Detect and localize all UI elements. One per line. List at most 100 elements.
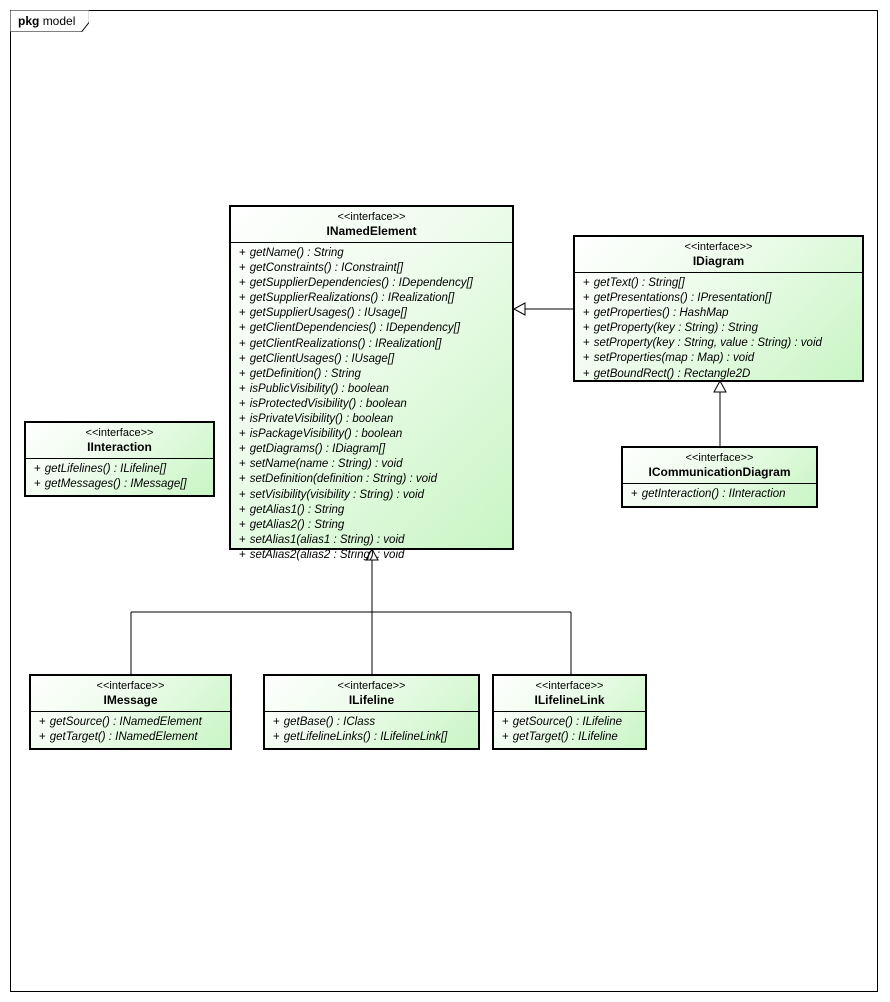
visibility-marker: + [39, 731, 46, 744]
visibility-marker: + [239, 533, 246, 546]
package-tab: pkg model [10, 10, 90, 32]
operations-compartment: +getInteraction() : IInteraction [623, 484, 816, 502]
operation-item: +getConstraints() : IConstraint[] [239, 261, 512, 276]
operation-item: +getName() : String [239, 246, 512, 261]
visibility-marker: + [239, 488, 246, 501]
stereotype-label: <<interface>> [684, 241, 753, 253]
class-name: IDiagram [692, 254, 745, 268]
stereotype-label: <<interface>> [337, 211, 406, 223]
interface-inamedelement[interactable]: <<interface>> INamedElement +getName() :… [229, 205, 514, 561]
visibility-marker: + [239, 307, 246, 320]
visibility-marker: + [239, 352, 246, 365]
visibility-marker: + [239, 443, 246, 456]
visibility-marker: + [502, 716, 509, 728]
operation-signature: getAlias1() : String [249, 503, 345, 516]
visibility-marker: + [273, 731, 280, 744]
operation-item: +getProperties() : HashMap [583, 306, 862, 321]
operation-signature: getText() : String[] [593, 277, 685, 289]
operation-item: +getClientDependencies() : IDependency[] [239, 321, 512, 336]
operation-signature: getSupplierDependencies() : IDependency[… [249, 277, 473, 290]
visibility-marker: + [502, 731, 509, 744]
visibility-marker: + [239, 548, 246, 561]
operation-item: +setVisibility(visibility : String) : vo… [239, 488, 512, 503]
operation-signature: getClientUsages() : IUsage[] [249, 352, 395, 365]
operation-item: +getAlias1() : String [239, 503, 512, 518]
operation-signature: setProperty(key : String, value : String… [593, 337, 822, 350]
generalization-arrowhead-inamedelement-bottom [365, 547, 379, 561]
operation-item: +isPublicVisibility() : boolean [239, 382, 512, 397]
operation-signature: getPresentations() : IPresentation[] [593, 292, 772, 305]
visibility-marker: + [239, 382, 246, 395]
operation-signature: getConstraints() : IConstraint[] [249, 262, 404, 275]
interface-ilifeline[interactable]: <<interface>> ILifeline +getBase() : ICl… [263, 674, 480, 750]
operation-signature: isPrivateVisibility() : boolean [249, 413, 394, 426]
interface-icommunicationdiagram[interactable]: <<interface>> ICommunicationDiagram +get… [621, 446, 818, 508]
operation-item: +getBoundRect() : Rectangle2D [583, 367, 862, 382]
operation-signature: isPackageVisibility() : boolean [249, 428, 403, 441]
visibility-marker: + [273, 716, 280, 728]
visibility-marker: + [583, 337, 590, 350]
operation-signature: setAlias2(alias2 : String) : void [249, 548, 405, 561]
operation-item: +getBase() : IClass [273, 715, 478, 730]
operation-signature: getClientRealizations() : IRealization[] [249, 337, 442, 350]
class-name: ICommunicationDiagram [648, 465, 791, 479]
operation-item: +setProperties(map : Map) : void [583, 351, 862, 366]
visibility-marker: + [34, 463, 41, 475]
operation-signature: getBase() : IClass [283, 716, 376, 728]
class-header: <<interface>> ILifeline [265, 676, 478, 712]
visibility-marker: + [239, 262, 246, 275]
operations-compartment: +getSource() : ILifeline+getTarget() : I… [494, 712, 645, 745]
operation-signature: setAlias1(alias1 : String) : void [249, 533, 405, 546]
class-name: ILifelineLink [534, 693, 605, 707]
operation-signature: getLifelines() : ILifeline[] [44, 463, 167, 475]
operation-signature: getSource() : ILifeline [512, 716, 623, 728]
operation-item: +setAlias2(alias2 : String) : void [239, 548, 512, 563]
class-name: INamedElement [326, 224, 417, 238]
interface-iinteraction[interactable]: <<interface>> IInteraction +getLifelines… [24, 421, 215, 497]
operation-item: +getLifelines() : ILifeline[] [34, 462, 213, 477]
operations-compartment: +getText() : String[]+getPresentations()… [575, 273, 862, 382]
class-header: <<interface>> ICommunicationDiagram [623, 448, 816, 484]
interface-imessage[interactable]: <<interface>> IMessage +getSource() : IN… [29, 674, 232, 750]
operation-signature: getProperties() : HashMap [593, 307, 729, 320]
operation-item: +setDefinition(definition : String) : vo… [239, 472, 512, 487]
operation-item: +setAlias1(alias1 : String) : void [239, 533, 512, 548]
stereotype-label: <<interface>> [85, 427, 154, 439]
operation-signature: getInteraction() : IInteraction [641, 488, 786, 500]
operation-signature: setProperties(map : Map) : void [593, 352, 755, 365]
class-name: IMessage [103, 693, 158, 707]
operation-signature: getDiagrams() : IDiagram[] [249, 443, 386, 456]
visibility-marker: + [583, 277, 590, 289]
visibility-marker: + [34, 478, 41, 491]
operation-item: +getSupplierUsages() : IUsage[] [239, 306, 512, 321]
operation-item: +getDefinition() : String [239, 367, 512, 382]
operation-signature: getMessages() : IMessage[] [44, 478, 187, 491]
class-name: IInteraction [87, 440, 152, 454]
operations-compartment: +getBase() : IClass+getLifelineLinks() :… [265, 712, 478, 745]
operations-compartment: +getSource() : INamedElement+getTarget()… [31, 712, 230, 745]
visibility-marker: + [583, 292, 590, 305]
generalization-arrowhead-inamedelement-right [512, 302, 526, 316]
operation-item: +getMessages() : IMessage[] [34, 477, 213, 492]
visibility-marker: + [239, 322, 246, 335]
operation-signature: setVisibility(visibility : String) : voi… [249, 488, 424, 501]
operation-signature: getAlias2() : String [249, 518, 345, 531]
operation-item: +getLifelineLinks() : ILifelineLink[] [273, 730, 478, 745]
operation-item: +getText() : String[] [583, 276, 862, 291]
interface-ilifelinelink[interactable]: <<interface>> ILifelineLink +getSource()… [492, 674, 647, 750]
visibility-marker: + [583, 307, 590, 320]
class-header: <<interface>> ILifelineLink [494, 676, 645, 712]
operation-item: +getClientUsages() : IUsage[] [239, 352, 512, 367]
operation-item: +getInteraction() : IInteraction [631, 487, 816, 502]
operation-signature: getSupplierUsages() : IUsage[] [249, 307, 407, 320]
operation-item: +getSource() : ILifeline [502, 715, 645, 730]
visibility-marker: + [239, 367, 246, 380]
class-header: <<interface>> IInteraction [26, 423, 213, 459]
operation-item: +setName(name : String) : void [239, 457, 512, 472]
interface-idiagram[interactable]: <<interface>> IDiagram +getText() : Stri… [573, 235, 864, 382]
operation-item: +getClientRealizations() : IRealization[… [239, 337, 512, 352]
stereotype-label: <<interface>> [337, 680, 406, 692]
class-header: <<interface>> INamedElement [231, 207, 512, 243]
package-keyword: pkg [18, 14, 40, 28]
class-header: <<interface>> IDiagram [575, 237, 862, 273]
